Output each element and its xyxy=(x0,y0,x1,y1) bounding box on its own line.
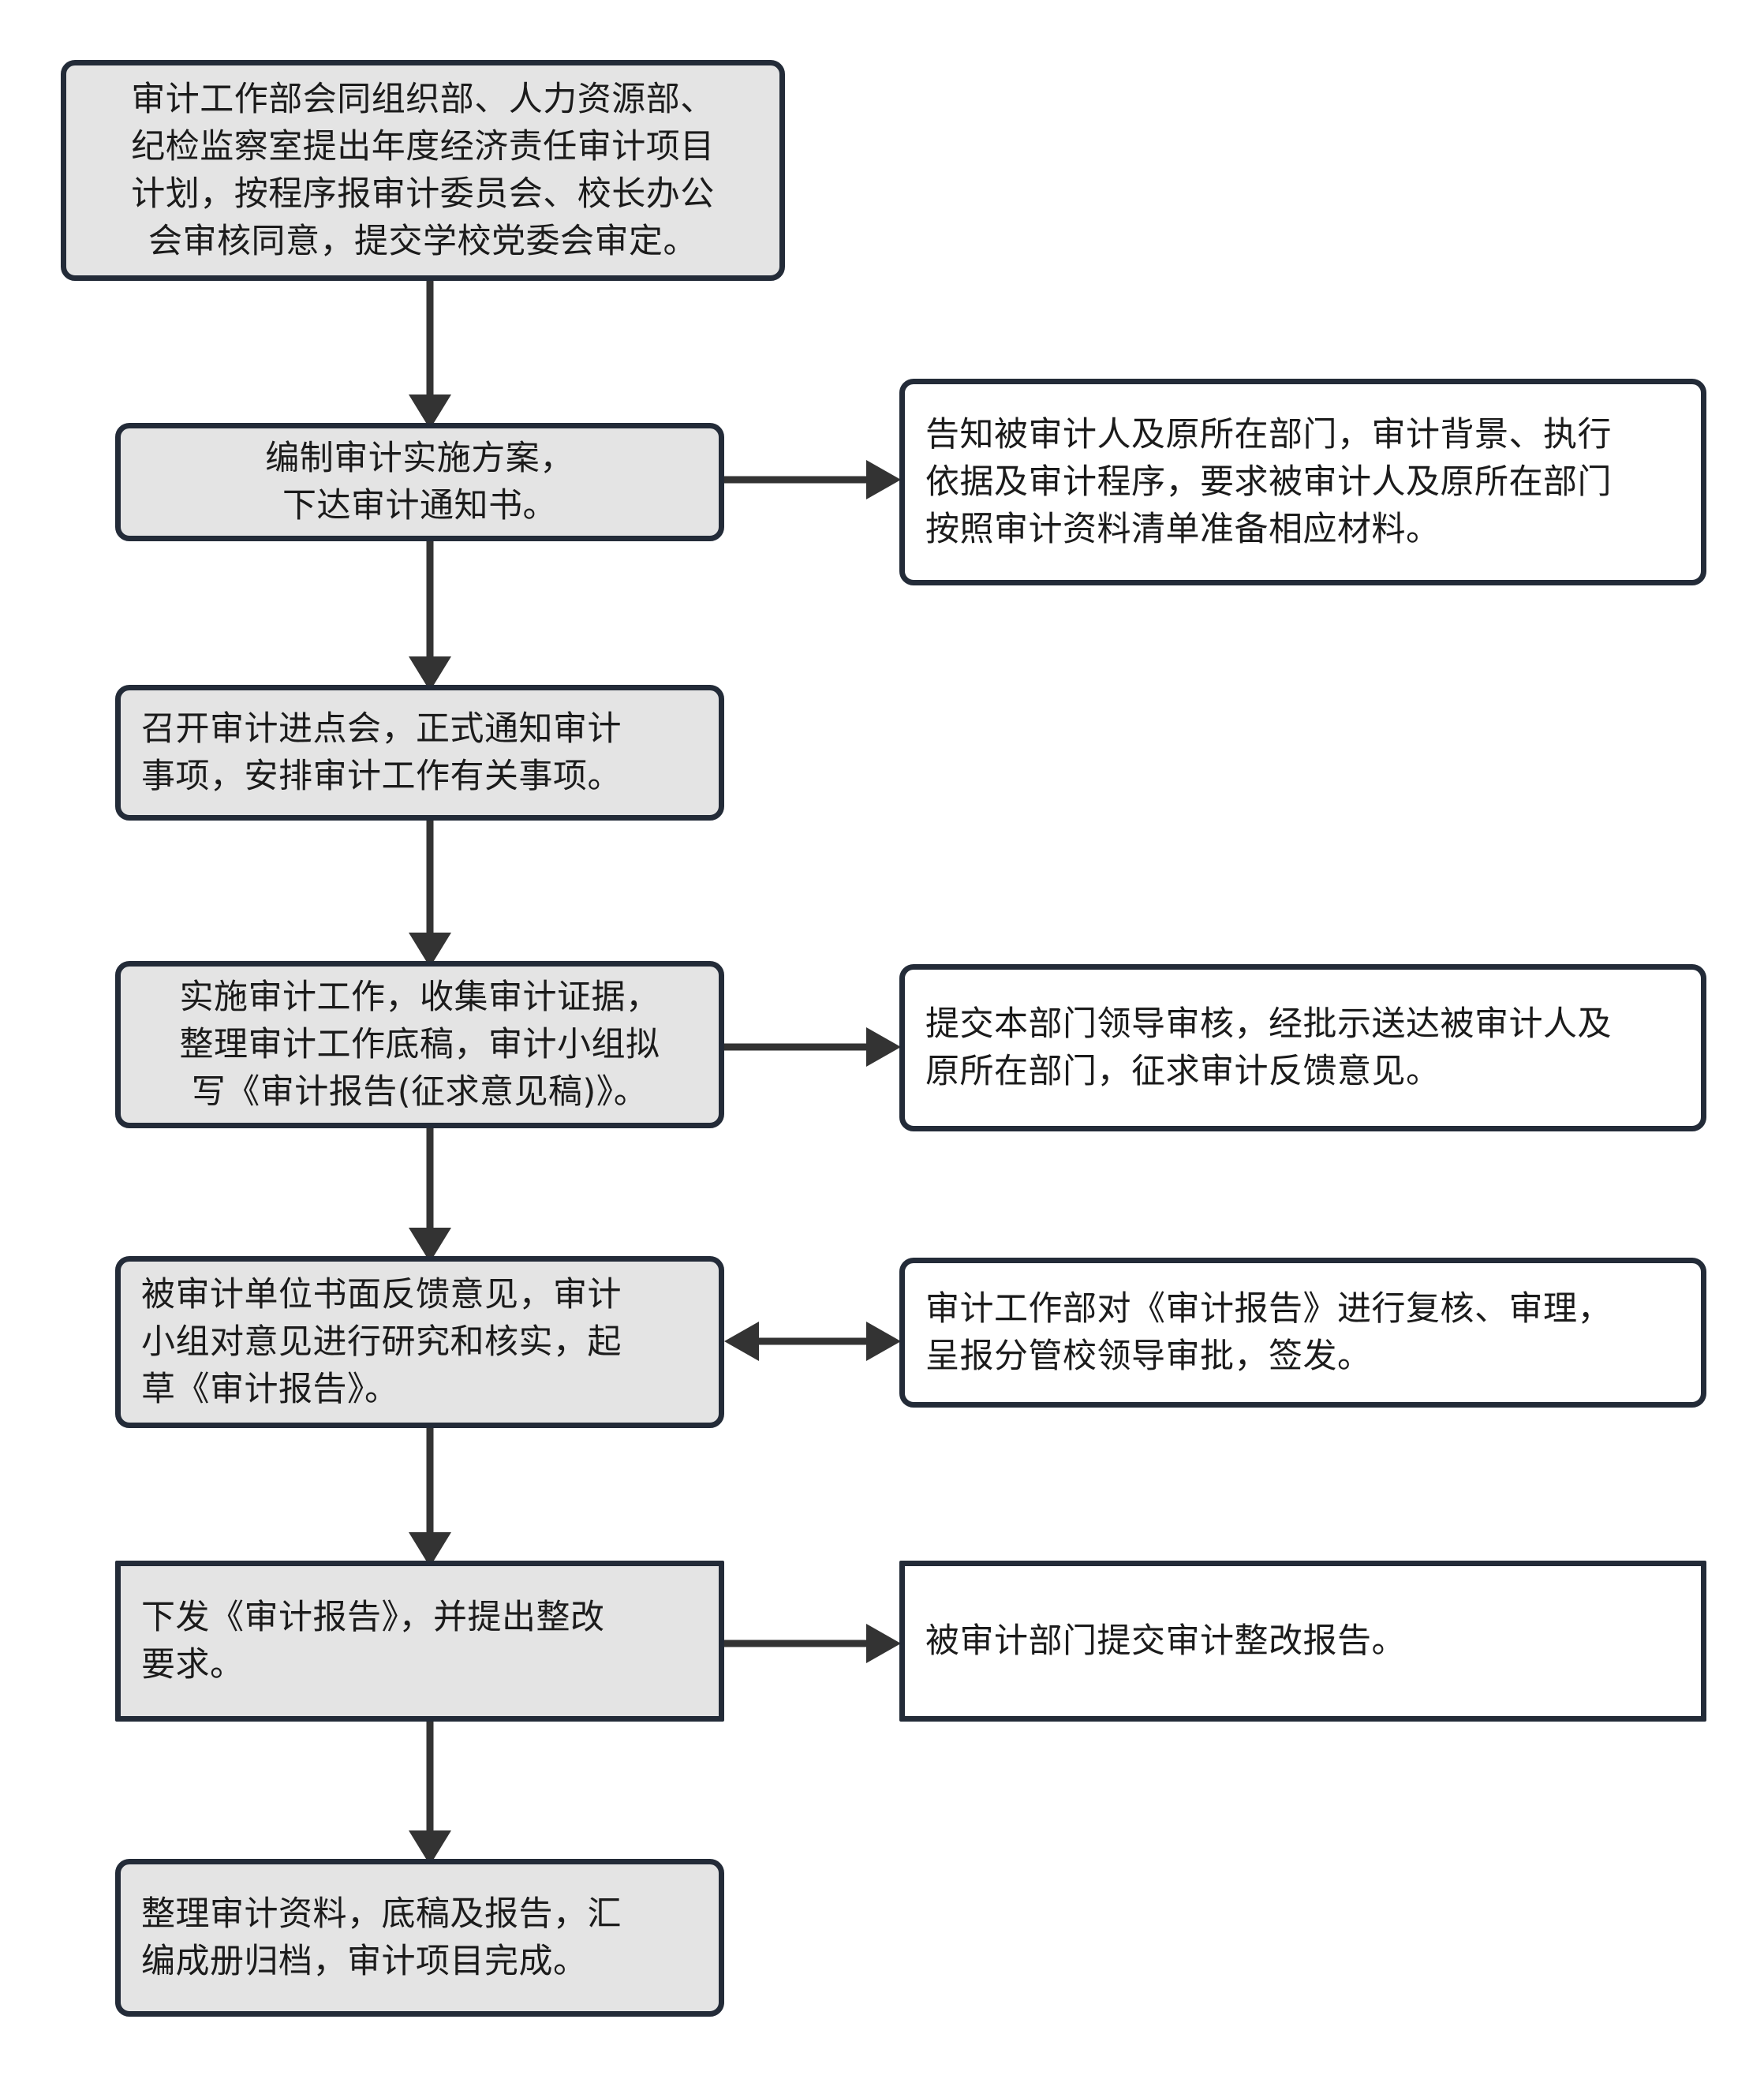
node-audit-entry-meeting-text: 召开审计进点会，正式通知审计 事项，安排审计工作有关事项。 xyxy=(141,709,622,796)
node-issue-report-and-rectification-text: 下发《审计报告》，并提出整改 要求。 xyxy=(141,1597,605,1685)
arrow-n2-to-n2r xyxy=(724,460,901,499)
node-annual-audit-plan-text: 审计工作部会同组织部、人力资源部、 纪检监察室提出年度经济责任审计项目 计划，按… xyxy=(131,79,715,262)
arrow-n4-to-n4r xyxy=(724,1027,901,1067)
node-issue-report-and-rectification[interactable]: 下发《审计报告》，并提出整改 要求。 xyxy=(115,1561,724,1722)
node-annual-audit-plan[interactable]: 审计工作部会同组织部、人力资源部、 纪检监察室提出年度经济责任审计项目 计划，按… xyxy=(61,60,785,281)
node-conduct-audit-work-text: 实施审计工作，收集审计证据， 整理审计工作底稿，审计小组拟 写《审计报告(征求意… xyxy=(179,977,660,1112)
node-auditee-written-feedback-text: 被审计单位书面反馈意见，审计 小组对意见进行研究和核实，起 草《审计报告》。 xyxy=(141,1274,622,1410)
node-notify-auditee[interactable]: 告知被审计人及原所在部门，审计背景、执行 依据及审计程序，要求被审计人及原所在部… xyxy=(899,379,1706,585)
node-archive-audit-materials-text: 整理审计资料，底稿及报告，汇 编成册归档，审计项目完成。 xyxy=(141,1894,622,1981)
node-auditee-rectification-report[interactable]: 被审计部门提交审计整改报告。 xyxy=(899,1561,1706,1722)
arrow-n6-to-n6r xyxy=(724,1624,901,1663)
node-archive-audit-materials[interactable]: 整理审计资料，底稿及报告，汇 编成册归档，审计项目完成。 xyxy=(115,1859,724,2017)
node-prepare-audit-plan[interactable]: 编制审计实施方案， 下达审计通知书。 xyxy=(115,423,724,541)
node-conduct-audit-work[interactable]: 实施审计工作，收集审计证据， 整理审计工作底稿，审计小组拟 写《审计报告(征求意… xyxy=(115,961,724,1128)
arrow-n6-to-n7 xyxy=(409,1722,451,1865)
node-submit-for-department-review-text: 提交本部门领导审核，经批示送达被审计人及 原所在部门，征求审计反馈意见。 xyxy=(925,1004,1612,1091)
node-auditee-rectification-report-text: 被审计部门提交审计整改报告。 xyxy=(925,1621,1406,1661)
arrow-n5-n5r-bidirectional xyxy=(724,1322,901,1361)
node-review-and-sign-report-text: 审计工作部对《审计报告》进行复核、审理， 呈报分管校领导审批，签发。 xyxy=(925,1288,1612,1376)
node-auditee-written-feedback[interactable]: 被审计单位书面反馈意见，审计 小组对意见进行研究和核实，起 草《审计报告》。 xyxy=(115,1256,724,1428)
node-notify-auditee-text: 告知被审计人及原所在部门，审计背景、执行 依据及审计程序，要求被审计人及原所在部… xyxy=(925,414,1612,550)
arrow-n4-to-n5 xyxy=(409,1128,451,1262)
node-submit-for-department-review[interactable]: 提交本部门领导审核，经批示送达被审计人及 原所在部门，征求审计反馈意见。 xyxy=(899,964,1706,1131)
arrow-n3-to-n4 xyxy=(409,821,451,967)
arrow-n1-to-n2 xyxy=(409,281,451,429)
arrow-n5-to-n6 xyxy=(409,1428,451,1567)
arrow-n2-to-n3 xyxy=(409,541,451,691)
node-review-and-sign-report[interactable]: 审计工作部对《审计报告》进行复核、审理， 呈报分管校领导审批，签发。 xyxy=(899,1258,1706,1408)
node-audit-entry-meeting[interactable]: 召开审计进点会，正式通知审计 事项，安排审计工作有关事项。 xyxy=(115,685,724,821)
node-prepare-audit-plan-text: 编制审计实施方案， 下达审计通知书。 xyxy=(265,438,574,525)
